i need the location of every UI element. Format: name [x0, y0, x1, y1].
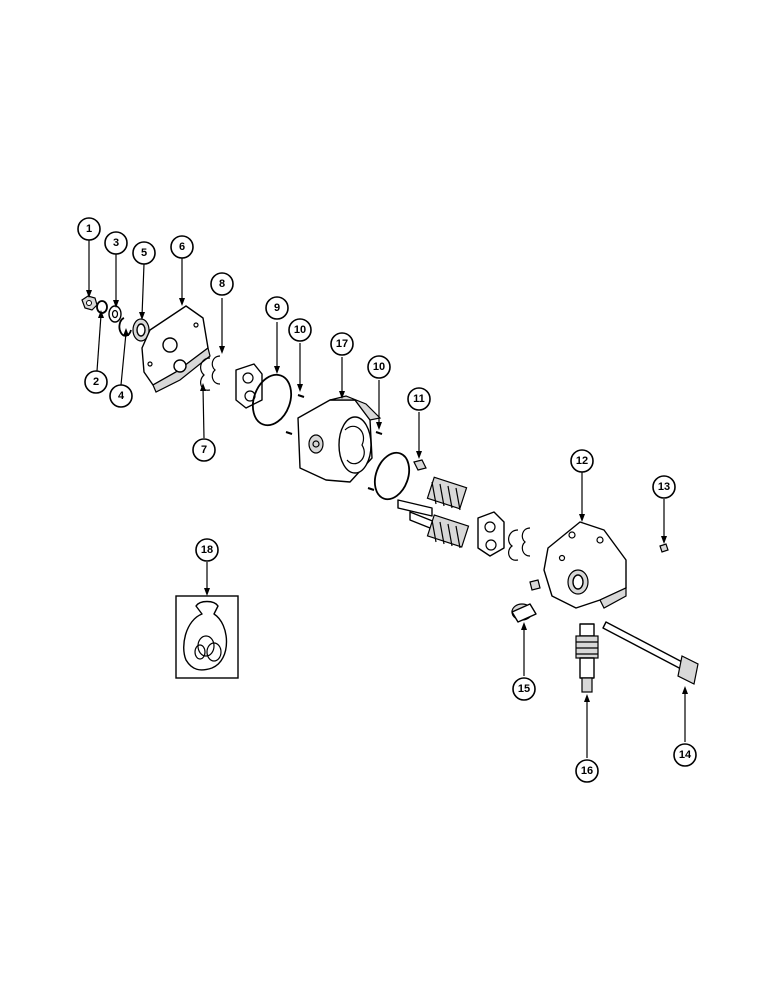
part-pump-body	[297, 395, 382, 483]
svg-text:3: 3	[113, 237, 119, 249]
callout-5: 5	[132, 241, 156, 265]
callout-1: 1	[77, 217, 101, 241]
part-end-cover	[543, 521, 627, 609]
callout-13: 13	[652, 475, 676, 499]
svg-text:17: 17	[336, 338, 348, 350]
part-nut	[81, 295, 98, 311]
callout-18: 18	[195, 538, 219, 562]
part-dowel-pin-left	[285, 394, 305, 435]
part-bearing-block-right	[477, 511, 505, 557]
svg-text:14: 14	[679, 749, 692, 761]
callout-3: 3	[104, 231, 128, 255]
part-dowel-pin-right	[367, 431, 383, 491]
svg-text:8: 8	[219, 278, 225, 290]
callout-9: 9	[265, 296, 289, 320]
part-long-bolt	[602, 621, 699, 685]
svg-text:7: 7	[201, 444, 207, 456]
callout-17: 17	[330, 332, 354, 356]
part-seal-right	[508, 527, 531, 561]
part-shaft-seal	[132, 318, 150, 342]
svg-text:18: 18	[201, 544, 213, 556]
callout-12: 12	[570, 449, 594, 473]
part-key	[413, 459, 427, 471]
callout-4: 4	[109, 384, 133, 408]
svg-text:16: 16	[581, 765, 593, 777]
part-snap-ring	[118, 317, 132, 337]
callout-8: 8	[210, 272, 234, 296]
svg-text:6: 6	[179, 241, 185, 253]
part-drive-gear-shaft	[397, 476, 470, 549]
svg-text:4: 4	[118, 390, 125, 402]
part-seal-kit	[175, 595, 239, 679]
part-small-plug	[529, 579, 541, 591]
part-plug	[511, 603, 537, 623]
svg-text:5: 5	[141, 247, 147, 259]
part-lock-washer	[96, 300, 108, 314]
part-relief-valve	[575, 623, 599, 693]
part-o-ring-right	[373, 451, 411, 501]
callout-16: 16	[575, 759, 599, 783]
svg-text:13: 13	[658, 481, 670, 493]
callout-2: 2	[84, 370, 108, 394]
callout-14: 14	[673, 743, 697, 767]
svg-text:11: 11	[413, 393, 425, 405]
part-screw	[659, 543, 669, 553]
svg-text:12: 12	[576, 455, 588, 467]
svg-text:1: 1	[86, 223, 92, 235]
callout-15: 15	[512, 677, 536, 701]
svg-text:10: 10	[294, 324, 306, 336]
part-o-ring-left	[251, 373, 293, 427]
svg-text:15: 15	[518, 683, 530, 695]
callout-10-right: 10	[367, 355, 391, 379]
part-mounting-flange	[141, 305, 211, 393]
svg-text:2: 2	[93, 376, 99, 388]
part-washer	[108, 305, 122, 323]
leader-lines	[86, 240, 688, 758]
callout-7: 7	[192, 438, 216, 462]
callout-10-left: 10	[288, 318, 312, 342]
svg-text:9: 9	[274, 302, 280, 314]
svg-text:10: 10	[373, 361, 385, 373]
callout-6: 6	[170, 235, 194, 259]
callout-11: 11	[407, 387, 431, 411]
